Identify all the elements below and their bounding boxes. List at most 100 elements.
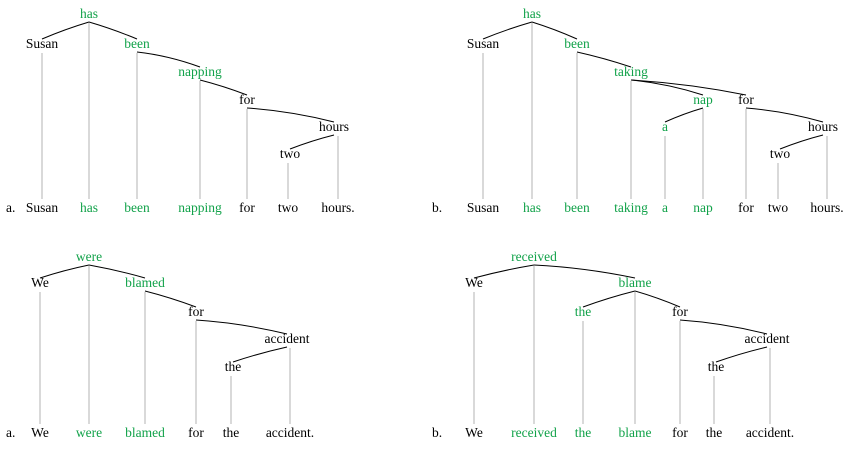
tree-node-for: for xyxy=(672,304,688,319)
terminal-word-We: We xyxy=(31,425,49,440)
edge-for-to-accident xyxy=(195,319,288,335)
tree-node-hours: hours xyxy=(808,119,838,134)
tree-node-been: been xyxy=(124,36,150,51)
dependency-edges xyxy=(473,264,768,363)
tree-node-the: the xyxy=(225,359,242,374)
tree-node-two: two xyxy=(280,146,301,161)
terminal-word-We: We xyxy=(465,425,483,440)
edge-nap-to-a xyxy=(664,107,704,123)
example-label: a. xyxy=(6,200,15,215)
tree-node-Susan: Susan xyxy=(467,36,500,51)
terminal-word-two: two xyxy=(278,200,299,215)
tree-node-accident: accident xyxy=(745,331,790,346)
tree-node-napping: napping xyxy=(178,64,222,79)
edge-hours-to-two xyxy=(779,134,824,150)
stem-lines xyxy=(473,266,771,424)
terminal-word-blame: blame xyxy=(619,425,652,440)
dependency-edges xyxy=(39,264,288,363)
edge-been-to-napping xyxy=(136,51,201,68)
terminal-word-the: the xyxy=(706,425,723,440)
tree-node-were: were xyxy=(76,249,102,264)
edge-blame-to-for xyxy=(634,290,681,308)
edge-has-to-been xyxy=(88,21,138,40)
tree-node-the: the xyxy=(708,359,725,374)
edge-taking-to-for xyxy=(630,79,747,96)
terminal-word-blamed: blamed xyxy=(125,425,165,440)
dependency-edges xyxy=(482,21,824,150)
terminal-word-accident: accident. xyxy=(266,425,314,440)
edge-blamed-to-for xyxy=(144,290,197,308)
edge-received-to-blame xyxy=(533,264,636,279)
edge-has-to-Susan xyxy=(482,21,533,40)
tree-node-We: We xyxy=(465,275,483,290)
edge-accident-to-the xyxy=(715,346,768,363)
edge-napping-to-for xyxy=(199,79,248,96)
example-label: a. xyxy=(6,425,15,440)
tree-node-Susan: Susan xyxy=(26,36,59,51)
edge-accident-to-the xyxy=(232,346,288,363)
edge-received-to-We xyxy=(473,264,535,279)
terminal-word-accident: accident. xyxy=(746,425,794,440)
terminal-word-taking: taking xyxy=(614,200,648,215)
terminal-word-nap: nap xyxy=(693,200,713,215)
terminal-word-for: for xyxy=(239,200,255,215)
example-label: b. xyxy=(432,425,442,440)
stem-lines xyxy=(39,266,291,424)
tree-node-the: the xyxy=(575,304,592,319)
tree-node-taking: taking xyxy=(614,64,648,79)
tree-node-two: two xyxy=(770,146,791,161)
edge-blame-to-the xyxy=(582,290,636,308)
tree-node-for: for xyxy=(239,92,255,107)
stem-lines xyxy=(482,23,828,199)
tree-node-hours: hours xyxy=(319,119,349,134)
terminal-word-Susan: Susan xyxy=(26,200,59,215)
edge-for-to-accident xyxy=(679,319,768,335)
terminal-word-the: the xyxy=(575,425,592,440)
edge-has-to-been xyxy=(531,21,578,40)
edge-for-to-hours xyxy=(745,107,824,123)
terminal-word-for: for xyxy=(738,200,754,215)
edge-were-to-We xyxy=(39,264,90,279)
edge-been-to-taking xyxy=(576,51,632,68)
tree-node-for: for xyxy=(738,92,754,107)
tree-node-has: has xyxy=(80,6,98,21)
terminal-word-has: has xyxy=(523,200,541,215)
edge-were-to-blamed xyxy=(88,264,146,279)
tree-node-blamed: blamed xyxy=(125,275,165,290)
edge-has-to-Susan xyxy=(41,21,90,40)
dependency-edges xyxy=(41,21,335,150)
terminal-word-hours: hours. xyxy=(321,200,354,215)
tree-node-blame: blame xyxy=(619,275,652,290)
terminal-word-for: for xyxy=(672,425,688,440)
terminal-word-Susan: Susan xyxy=(467,200,500,215)
tree-node-a: a xyxy=(662,119,668,134)
tree-node-received: received xyxy=(511,249,557,264)
edge-hours-to-two xyxy=(289,134,335,150)
terminal-word-been: been xyxy=(564,200,590,215)
stem-lines xyxy=(41,23,339,199)
tree-node-accident: accident xyxy=(265,331,310,346)
tree-node-for: for xyxy=(188,304,204,319)
terminal-word-a: a xyxy=(662,200,668,215)
terminal-word-the: the xyxy=(223,425,240,440)
edge-for-to-hours xyxy=(246,107,335,123)
terminal-word-were: were xyxy=(76,425,102,440)
tree-node-We: We xyxy=(31,275,49,290)
tree-node-nap: nap xyxy=(693,92,713,107)
terminal-word-two: two xyxy=(768,200,789,215)
edge-taking-to-nap xyxy=(630,79,704,96)
terminal-word-has: has xyxy=(80,200,98,215)
